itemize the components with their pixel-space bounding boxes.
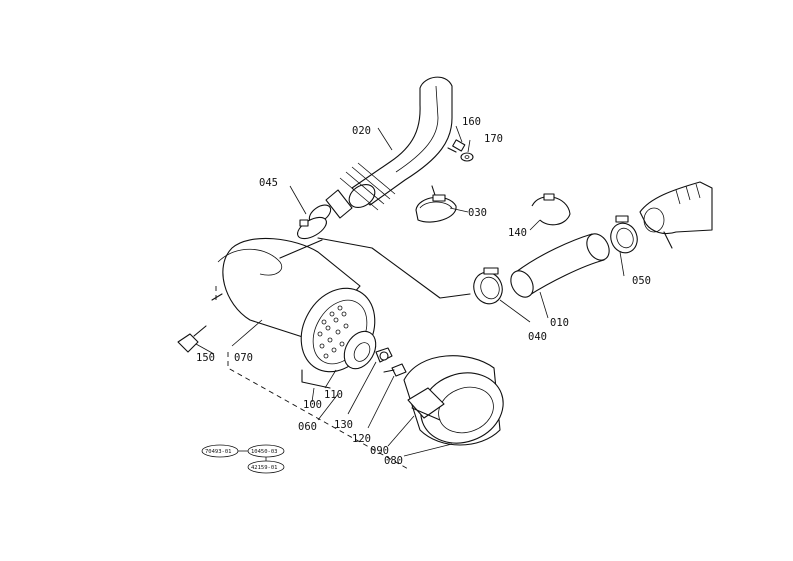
cover-080 [403,355,504,446]
clamp-140 [531,193,571,226]
ref-10450: 10450-03 [251,449,278,455]
callout-060: 060 [298,421,317,433]
evacuator-valve-150 [177,325,207,353]
reference-bubbles: 70493-01 10450-03 42159-01 [201,444,285,474]
callout-130: 130 [334,419,353,431]
callout-170: 170 [484,133,503,145]
leader-lines [195,125,625,457]
inner-element-110 [343,330,377,370]
callout-160: 160 [462,116,481,128]
clamp-045 [297,216,327,240]
callouts: 020 160 170 030 045 140 050 010 040 070 … [196,116,651,467]
callout-010: 010 [550,317,569,329]
clamp-050 [610,215,638,254]
callout-150: 150 [196,352,215,364]
wing-bolt-120 [383,363,407,377]
clamp-040 [473,267,503,305]
washer-170 [460,152,474,162]
callout-120: 120 [352,433,371,445]
callout-045: 045 [259,177,278,189]
callout-020: 020 [352,125,371,137]
ref-70493: 70493-01 [205,449,232,455]
intake-manifold [639,181,713,249]
callout-140: 140 [508,227,527,239]
assembly-lines [215,237,471,471]
callout-100: 100 [303,399,322,411]
callout-070: 070 [234,352,253,364]
bolt-160 [447,139,466,153]
hose-010 [510,233,610,298]
ref-42159: 42159-01 [251,465,278,471]
bracket-030 [415,185,457,223]
callout-080: 080 [384,455,403,467]
callout-040: 040 [528,331,547,343]
wing-nut-130 [375,347,393,363]
callout-050: 050 [632,275,651,287]
callout-110: 110 [324,389,343,401]
element-090 [407,387,445,421]
callout-030: 030 [468,207,487,219]
callout-090: 090 [370,445,389,457]
